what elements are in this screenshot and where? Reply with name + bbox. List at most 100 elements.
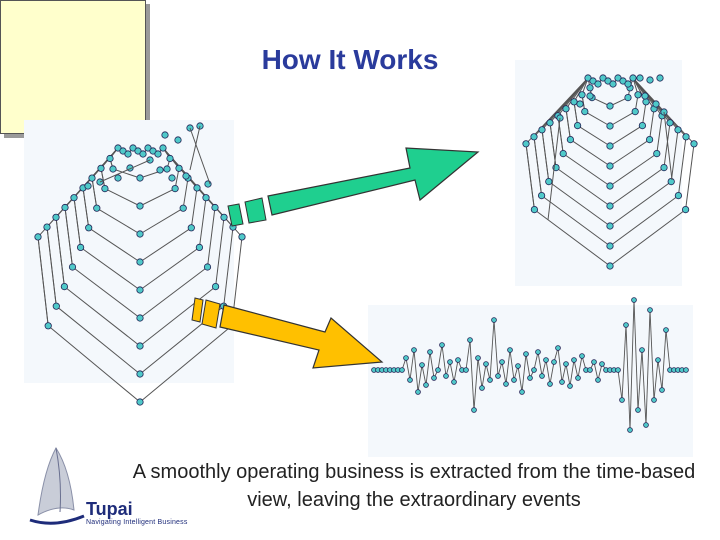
graph-node: [88, 174, 96, 182]
graph-edge: [548, 181, 611, 227]
graph-node: [84, 182, 92, 190]
graph-node: [52, 213, 60, 221]
graph-node: [606, 102, 614, 110]
graph-node: [85, 224, 93, 232]
graph-node: [624, 80, 632, 88]
graph-node: [623, 322, 629, 328]
graph-node: [643, 422, 649, 428]
graph-node: [609, 80, 617, 88]
graph-node: [161, 131, 169, 139]
graph-node: [114, 174, 122, 182]
graph-node: [136, 342, 144, 350]
logo-tagline: Navigating Intelligent Business: [86, 519, 188, 526]
graph-node: [647, 307, 653, 313]
graph-node: [599, 361, 605, 367]
graph-node: [163, 165, 171, 173]
graph-node: [171, 185, 179, 193]
graph-node: [606, 262, 614, 270]
graph-node: [586, 84, 594, 92]
graph-edge: [469, 339, 475, 411]
graph-node: [411, 347, 417, 353]
graph-edge: [421, 364, 427, 386]
graph-node: [606, 142, 614, 150]
graph-node: [634, 91, 642, 99]
graph-node: [211, 203, 219, 212]
smooth-graph-panel: [515, 60, 682, 286]
graph-edge: [534, 209, 611, 267]
graph-node: [581, 108, 589, 116]
graph-node: [636, 74, 644, 82]
graph-edge: [609, 195, 679, 247]
graph-node: [70, 194, 78, 202]
graph-node: [635, 407, 641, 413]
smooth-graph: [522, 74, 698, 270]
graph-node: [642, 98, 650, 106]
graph-node: [427, 349, 433, 355]
graph-node: [187, 224, 195, 232]
graph-edge: [621, 324, 627, 401]
graph-edge: [573, 359, 579, 379]
graph-node: [435, 367, 441, 373]
graph-edge: [573, 101, 579, 126]
graph-node: [43, 223, 51, 231]
graph-node: [606, 162, 614, 170]
graph-node: [656, 74, 664, 82]
graph-edge: [465, 339, 471, 371]
graph-edge: [525, 143, 535, 210]
graph-node: [511, 377, 517, 383]
graph-edge: [91, 178, 98, 209]
graph-node: [44, 322, 52, 330]
graph-node: [136, 314, 144, 322]
graph-node: [653, 150, 661, 158]
graph-node: [606, 182, 614, 190]
graph-edge: [99, 159, 151, 183]
graph-edge: [55, 305, 141, 375]
graph-node: [579, 353, 585, 359]
graph-node: [522, 140, 530, 148]
graph-node: [631, 297, 637, 303]
graph-node: [503, 381, 509, 387]
graph-edge: [609, 139, 650, 167]
graph-node: [439, 342, 445, 348]
graph-node: [159, 144, 167, 152]
graph-edge: [649, 309, 655, 401]
graph-node: [562, 105, 570, 113]
slide-title: How It Works: [261, 44, 439, 75]
graph-edge: [609, 209, 686, 267]
graph-node: [52, 302, 60, 310]
graph-edge: [453, 359, 459, 383]
graph-edge: [139, 188, 176, 207]
graph-edge: [629, 299, 635, 431]
graph-node: [124, 150, 132, 158]
graph-edge: [493, 319, 499, 377]
graph-edge: [37, 236, 49, 326]
graph-edge: [449, 361, 455, 383]
graph-node: [204, 180, 212, 188]
graph-node: [495, 373, 501, 379]
graph-node: [551, 359, 557, 365]
graph-node: [594, 80, 602, 88]
graph-node: [576, 100, 584, 108]
graph-node: [538, 126, 546, 134]
graph-node: [595, 377, 601, 383]
graph-edge: [541, 195, 611, 247]
graph-node: [523, 351, 529, 357]
tupai-sail-logo: [29, 447, 85, 525]
graph-node: [606, 242, 614, 250]
graph-edge: [207, 207, 216, 268]
graph-node: [475, 355, 481, 361]
graph-node: [545, 178, 553, 186]
graph-node: [193, 184, 201, 192]
graph-node: [77, 243, 85, 251]
graph-node: [570, 98, 578, 106]
graph-node: [175, 164, 183, 172]
graph-edge: [525, 353, 531, 379]
graph-edge: [670, 129, 679, 182]
graph-node: [543, 357, 549, 363]
graph-node: [655, 357, 661, 363]
graph-edge: [565, 108, 571, 140]
graph-edge: [665, 329, 671, 371]
graph-node: [535, 349, 541, 355]
graph-node: [651, 397, 657, 403]
